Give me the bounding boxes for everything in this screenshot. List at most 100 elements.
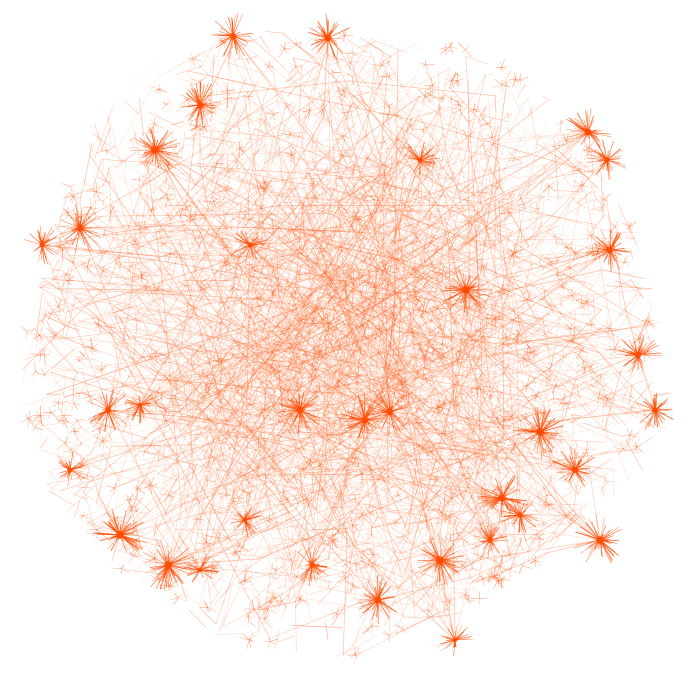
backbone-edge — [495, 146, 515, 299]
backbone-edge — [404, 67, 451, 229]
backbone-edge — [349, 307, 496, 367]
backbone-edge — [475, 466, 498, 579]
leaf-edge — [592, 294, 596, 315]
backbone-edge — [324, 95, 420, 275]
leaf-edge — [468, 75, 474, 81]
backbone-edge — [270, 199, 342, 289]
backbone-edge — [319, 525, 330, 582]
leaf-edge — [390, 549, 427, 587]
satellite-edge — [557, 392, 564, 399]
backbone-edge — [350, 95, 420, 148]
leaf-edge — [431, 612, 461, 618]
backbone-edge — [170, 224, 388, 282]
satellite-edge — [102, 199, 104, 207]
backbone-edge — [278, 420, 348, 536]
backbone-edge — [127, 375, 149, 423]
backbone-edge — [139, 350, 208, 406]
backbone-edge — [484, 367, 525, 414]
satellite-edge — [507, 115, 510, 120]
satellite-edge — [336, 613, 344, 615]
satellite-edge — [515, 76, 518, 80]
backbone-edge — [277, 355, 308, 359]
backbone-edge — [99, 326, 223, 338]
satellite-edge — [369, 621, 373, 627]
backbone-edge — [372, 473, 384, 525]
backbone-edge — [307, 488, 441, 561]
backbone-edge — [41, 244, 277, 268]
leaf-edge — [513, 96, 523, 114]
backbone-edge — [226, 320, 448, 439]
backbone-edge — [490, 459, 601, 541]
backbone-edge — [467, 370, 527, 409]
backbone-edge — [319, 419, 366, 527]
leaf-edge — [222, 409, 226, 417]
satellite-edge — [502, 115, 508, 120]
backbone-edge — [152, 281, 178, 390]
backbone-edge — [247, 387, 281, 498]
backbone-edge — [519, 509, 541, 516]
backbone-edge — [471, 456, 482, 499]
backbone-edge — [69, 387, 330, 471]
leaf-edge — [330, 352, 366, 392]
backbone-edge — [314, 464, 415, 477]
backbone-edge — [199, 164, 209, 209]
backbone-edge — [127, 330, 205, 347]
backbone-edge — [253, 303, 341, 384]
backbone-edge — [255, 298, 423, 359]
backbone-edge — [275, 266, 486, 312]
backbone-edge — [305, 420, 342, 443]
backbone-edge — [355, 313, 432, 388]
leaf-edge — [116, 231, 119, 242]
leaf-edge — [422, 113, 430, 115]
leaf-edge — [605, 285, 652, 290]
backbone-edge — [73, 209, 131, 355]
leaf-edge — [60, 482, 73, 491]
backbone-edge — [269, 159, 421, 261]
backbone-edge — [449, 312, 550, 388]
leaf-edge — [543, 96, 551, 101]
backbone-edge — [591, 354, 639, 361]
leaf-edge — [127, 162, 143, 172]
backbone-edge — [441, 306, 506, 424]
backbone-edge — [270, 207, 484, 243]
backbone-edge — [406, 305, 474, 346]
leaf-edge — [73, 181, 88, 211]
backbone-edge — [222, 201, 239, 348]
backbone-edge — [307, 380, 325, 408]
satellite-edge — [166, 184, 170, 195]
backbone-edge — [54, 330, 129, 340]
tether-edge — [324, 91, 567, 142]
backbone-edge — [381, 233, 399, 374]
satellite-edge — [174, 592, 179, 599]
backbone-edge — [164, 311, 266, 366]
leaf-edge — [379, 275, 392, 314]
backbone-edge — [373, 349, 491, 541]
satellite-edge — [49, 406, 52, 413]
backbone-edge — [276, 37, 329, 146]
backbone-edge — [266, 312, 383, 387]
backbone-edge — [323, 268, 436, 338]
backbone-edge — [314, 232, 368, 370]
tether-edge — [62, 249, 129, 377]
backbone-edge — [212, 356, 301, 397]
satellite-edge — [565, 394, 568, 404]
backbone-edge — [376, 146, 388, 260]
leaf-edge — [208, 193, 231, 210]
satellite-edge — [501, 79, 504, 85]
backbone-edge — [312, 274, 403, 289]
backbone-edge — [359, 199, 457, 378]
backbone-edge — [142, 162, 217, 271]
leaf-edge — [448, 125, 495, 148]
backbone-edge — [255, 364, 445, 449]
backbone-edge — [198, 63, 320, 153]
backbone-edge — [299, 401, 412, 411]
backbone-edge — [313, 358, 398, 541]
leaf-edge — [211, 76, 255, 86]
backbone-edge — [361, 561, 445, 614]
backbone-edge — [231, 190, 250, 298]
backbone-edge — [223, 557, 348, 628]
leaf-edge — [525, 413, 530, 429]
backbone-edge — [180, 379, 266, 441]
backbone-edge — [205, 384, 317, 511]
backbone-edge — [435, 330, 635, 407]
